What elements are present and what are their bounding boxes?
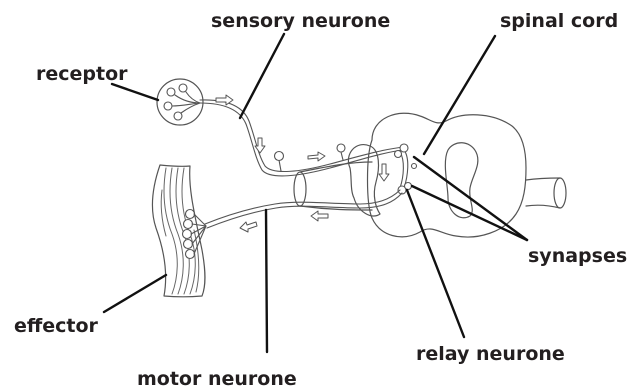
relay-neurone-fibre [400, 152, 403, 188]
motor-end-plate [184, 220, 193, 229]
cord-tail-bottom [526, 205, 560, 208]
receptor-ending [164, 102, 172, 110]
synapse-bulb-upper [395, 151, 402, 158]
spinal-cord-leader [424, 36, 495, 154]
spinal-cord [294, 113, 566, 237]
sensory-neurone-label: sensory neurone [211, 10, 390, 32]
synapses-leader-upper [414, 157, 527, 240]
sensory-neurone-fibre [200, 103, 404, 176]
receptor-ending [179, 84, 187, 92]
nerve-tube-end [294, 172, 306, 206]
relay-neurone-leader [407, 190, 464, 337]
motor-end-plate [183, 230, 192, 239]
impulse-arrow-down [379, 164, 389, 181]
grey-matter-right [445, 143, 478, 218]
labels: sensory neurone spinal cord receptor syn… [14, 10, 627, 390]
relay-neurone-label: relay neurone [416, 343, 565, 365]
impulse-arrow-right [308, 152, 325, 161]
impulse-arrow-left [240, 222, 257, 232]
impulse-arrow-left [311, 211, 328, 221]
motor-neurone-leader [266, 210, 267, 352]
motor-neurone-label: motor neurone [137, 368, 297, 390]
effector-leader [104, 275, 166, 312]
ganglion-cell-body [337, 144, 345, 152]
cord-tail-end [554, 178, 566, 208]
sensory-cell-body-stalk [279, 160, 281, 171]
receptor-leader [112, 84, 158, 100]
nerve-tube-top [300, 162, 372, 172]
receptor-ending [167, 88, 175, 96]
motor-neurone [205, 190, 402, 228]
motor-end-plate [186, 250, 195, 259]
synapse-bulb-lower [405, 183, 412, 190]
muscle-fibre [161, 190, 166, 236]
spinal-cord-label: spinal cord [500, 10, 618, 32]
ganglion-stalk [341, 152, 343, 160]
spinal-cord-outline [368, 113, 527, 237]
leader-lines [104, 34, 527, 352]
sensory-neurone-leader [240, 34, 284, 118]
receptor [157, 79, 203, 125]
receptor-label: receptor [36, 63, 128, 85]
sensory-neurone [200, 100, 404, 176]
sensory-neurone-fibre [200, 100, 404, 172]
muscle-fibre [194, 230, 199, 292]
relay-dot [412, 164, 417, 169]
motor-end-plate [184, 240, 193, 249]
cord-tail-top [526, 178, 560, 180]
synapse-bulb-upper [400, 144, 408, 152]
motor-end-plate [186, 210, 195, 219]
synapses-label: synapses [528, 245, 627, 267]
impulse-arrow-down [255, 138, 265, 153]
effector-label: effector [14, 315, 99, 337]
sensory-cell-body [275, 152, 284, 161]
